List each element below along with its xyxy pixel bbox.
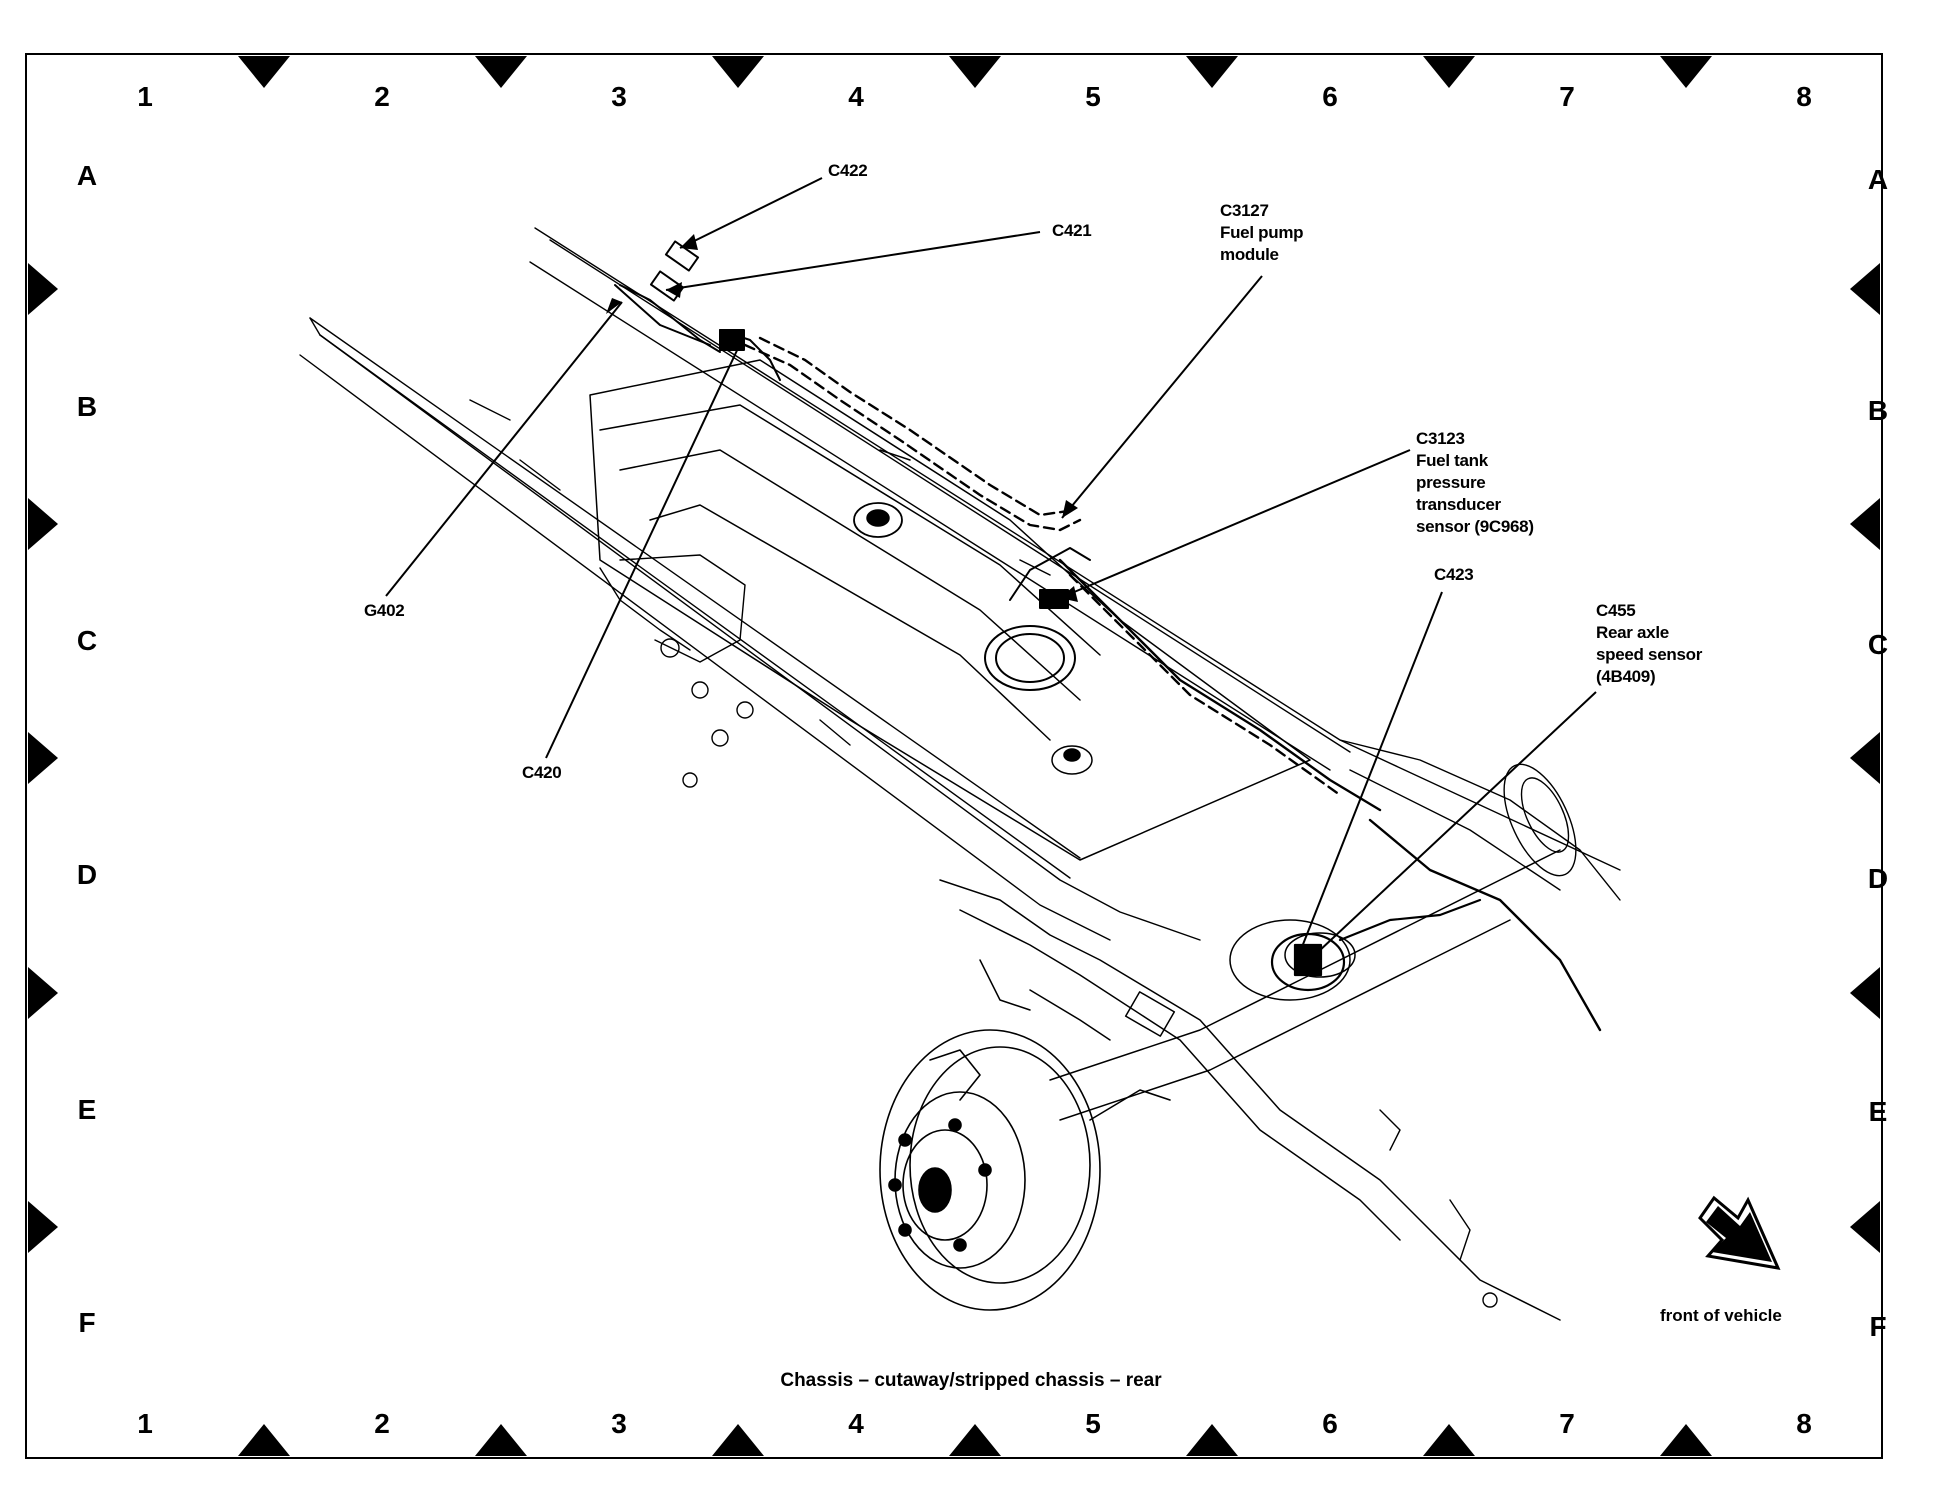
column-label: 5 — [1085, 1408, 1101, 1439]
leader-c455 — [1317, 691, 1597, 953]
callout-text: C422 — [828, 161, 868, 180]
callout-c3127: C3127 Fuel pump module — [1220, 200, 1304, 266]
rear-brackets — [1379, 763, 1577, 1308]
chassis-illustration — [299, 227, 1621, 1321]
row-label: F — [78, 1307, 96, 1338]
leader-c423 — [1299, 591, 1443, 953]
left-markers — [28, 263, 58, 1253]
column-label: 1 — [137, 81, 153, 112]
fuel-tank — [589, 359, 1311, 861]
leader-lines — [385, 177, 1597, 953]
callout-text: (4B409) — [1596, 667, 1656, 686]
column-label: 7 — [1559, 1408, 1575, 1439]
leader-c421 — [665, 231, 1041, 291]
leader-c3123 — [1059, 449, 1411, 599]
right-markers — [1850, 263, 1880, 1253]
callout-c455: C455 Rear axle speed sensor (4B409) — [1596, 600, 1702, 688]
leader-c420 — [545, 343, 741, 759]
row-label: B — [1867, 395, 1889, 426]
callout-text: C420 — [522, 763, 562, 782]
top-markers — [238, 56, 1712, 88]
brake-rotor — [879, 1029, 1171, 1311]
callout-text: Fuel tank — [1416, 451, 1488, 470]
row-label: B — [76, 391, 98, 422]
callout-c3123: C3123 Fuel tank pressure transducer sens… — [1416, 428, 1534, 538]
column-label: 3 — [611, 81, 627, 112]
front-connectors — [614, 240, 781, 381]
callout-g402: G402 — [364, 600, 405, 622]
diagram-caption: Chassis – cutaway/stripped chassis – rea… — [780, 1370, 1162, 1391]
callout-text: speed sensor — [1596, 645, 1703, 664]
row-label: A — [76, 160, 98, 191]
column-label: 2 — [374, 1408, 390, 1439]
callout-text: Fuel pump — [1220, 223, 1304, 242]
callout-text: C455 — [1596, 601, 1636, 620]
column-label: 8 — [1796, 1408, 1812, 1439]
column-label: 8 — [1796, 81, 1812, 112]
fuel-pump-module — [984, 547, 1091, 691]
column-label: 2 — [374, 81, 390, 112]
border — [25, 53, 1883, 1459]
callout-c423: C423 — [1434, 564, 1474, 586]
column-label: 4 — [848, 81, 864, 112]
row-label: E — [77, 1094, 97, 1125]
callout-text: module — [1220, 245, 1279, 264]
callout-text: C423 — [1434, 565, 1474, 584]
right-frame-rail — [529, 227, 1621, 901]
callout-text: sensor (9C968) — [1416, 517, 1534, 536]
column-label: 6 — [1322, 81, 1338, 112]
front-of-vehicle-label: front of vehicle — [1660, 1306, 1782, 1325]
column-label: 6 — [1322, 1408, 1338, 1439]
callout-text: Rear axle — [1596, 623, 1669, 642]
rear-axle — [1049, 849, 1561, 1121]
row-label: D — [1867, 863, 1889, 894]
callout-text: transducer — [1416, 495, 1501, 514]
column-label: 5 — [1085, 81, 1101, 112]
callout-text: C3127 — [1220, 201, 1269, 220]
bottom-markers — [238, 1424, 1712, 1456]
row-label: D — [76, 859, 98, 890]
arrow-down-right-icon — [1698, 1195, 1781, 1270]
left-frame-rail — [299, 317, 1201, 941]
callout-text: G402 — [364, 601, 405, 620]
row-label: C — [76, 625, 98, 656]
column-label: 7 — [1559, 81, 1575, 112]
callout-text: C421 — [1052, 221, 1092, 240]
row-label: C — [1867, 629, 1889, 660]
leader-arrowheads — [606, 234, 1078, 602]
leader-g402 — [385, 301, 623, 597]
column-label: 4 — [848, 1408, 864, 1439]
callout-text: C3123 — [1416, 429, 1465, 448]
column-label: 1 — [137, 1408, 153, 1439]
leader-c3127 — [1061, 275, 1263, 519]
callout-text: pressure — [1416, 473, 1486, 492]
row-label: E — [1868, 1096, 1888, 1127]
callout-c420: C420 — [522, 762, 562, 784]
wiring-harness — [743, 336, 1602, 1032]
leader-c422 — [679, 177, 823, 249]
callout-c421: C421 — [1052, 220, 1092, 242]
row-label: F — [1869, 1311, 1887, 1342]
rear-crossmember — [939, 879, 1561, 1321]
row-label: A — [1867, 164, 1889, 195]
callout-c422: C422 — [828, 160, 868, 182]
column-label: 3 — [611, 1408, 627, 1439]
